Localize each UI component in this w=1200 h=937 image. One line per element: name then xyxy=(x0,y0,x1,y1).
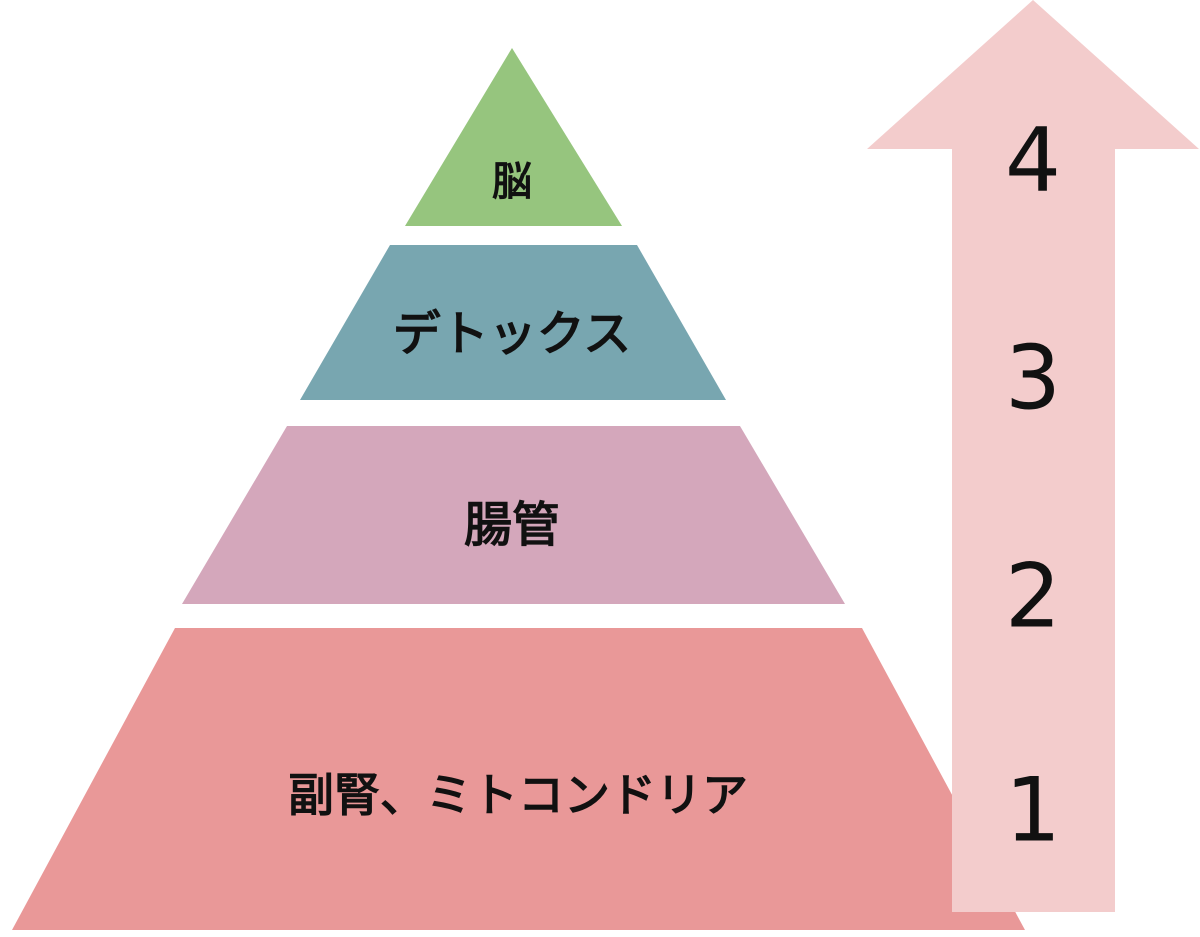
tier-label-detox: デトックス xyxy=(393,306,632,362)
step-number-4: 4 xyxy=(1005,109,1061,212)
tier-label-brain: 脳 xyxy=(492,159,532,205)
tier-label-base: 副腎、ミトコンドリア xyxy=(288,768,748,822)
upward-arrow xyxy=(867,0,1199,912)
tier-label-gut: 腸管 xyxy=(464,497,560,553)
tier-detox-shape xyxy=(300,245,726,400)
step-number-3: 3 xyxy=(1005,327,1061,430)
tier-base-shape xyxy=(12,628,1025,930)
tier-gut-shape xyxy=(182,426,845,604)
step-number-1: 1 xyxy=(1005,759,1061,862)
step-number-2: 2 xyxy=(1005,545,1061,648)
tier-brain-shape xyxy=(405,48,622,226)
